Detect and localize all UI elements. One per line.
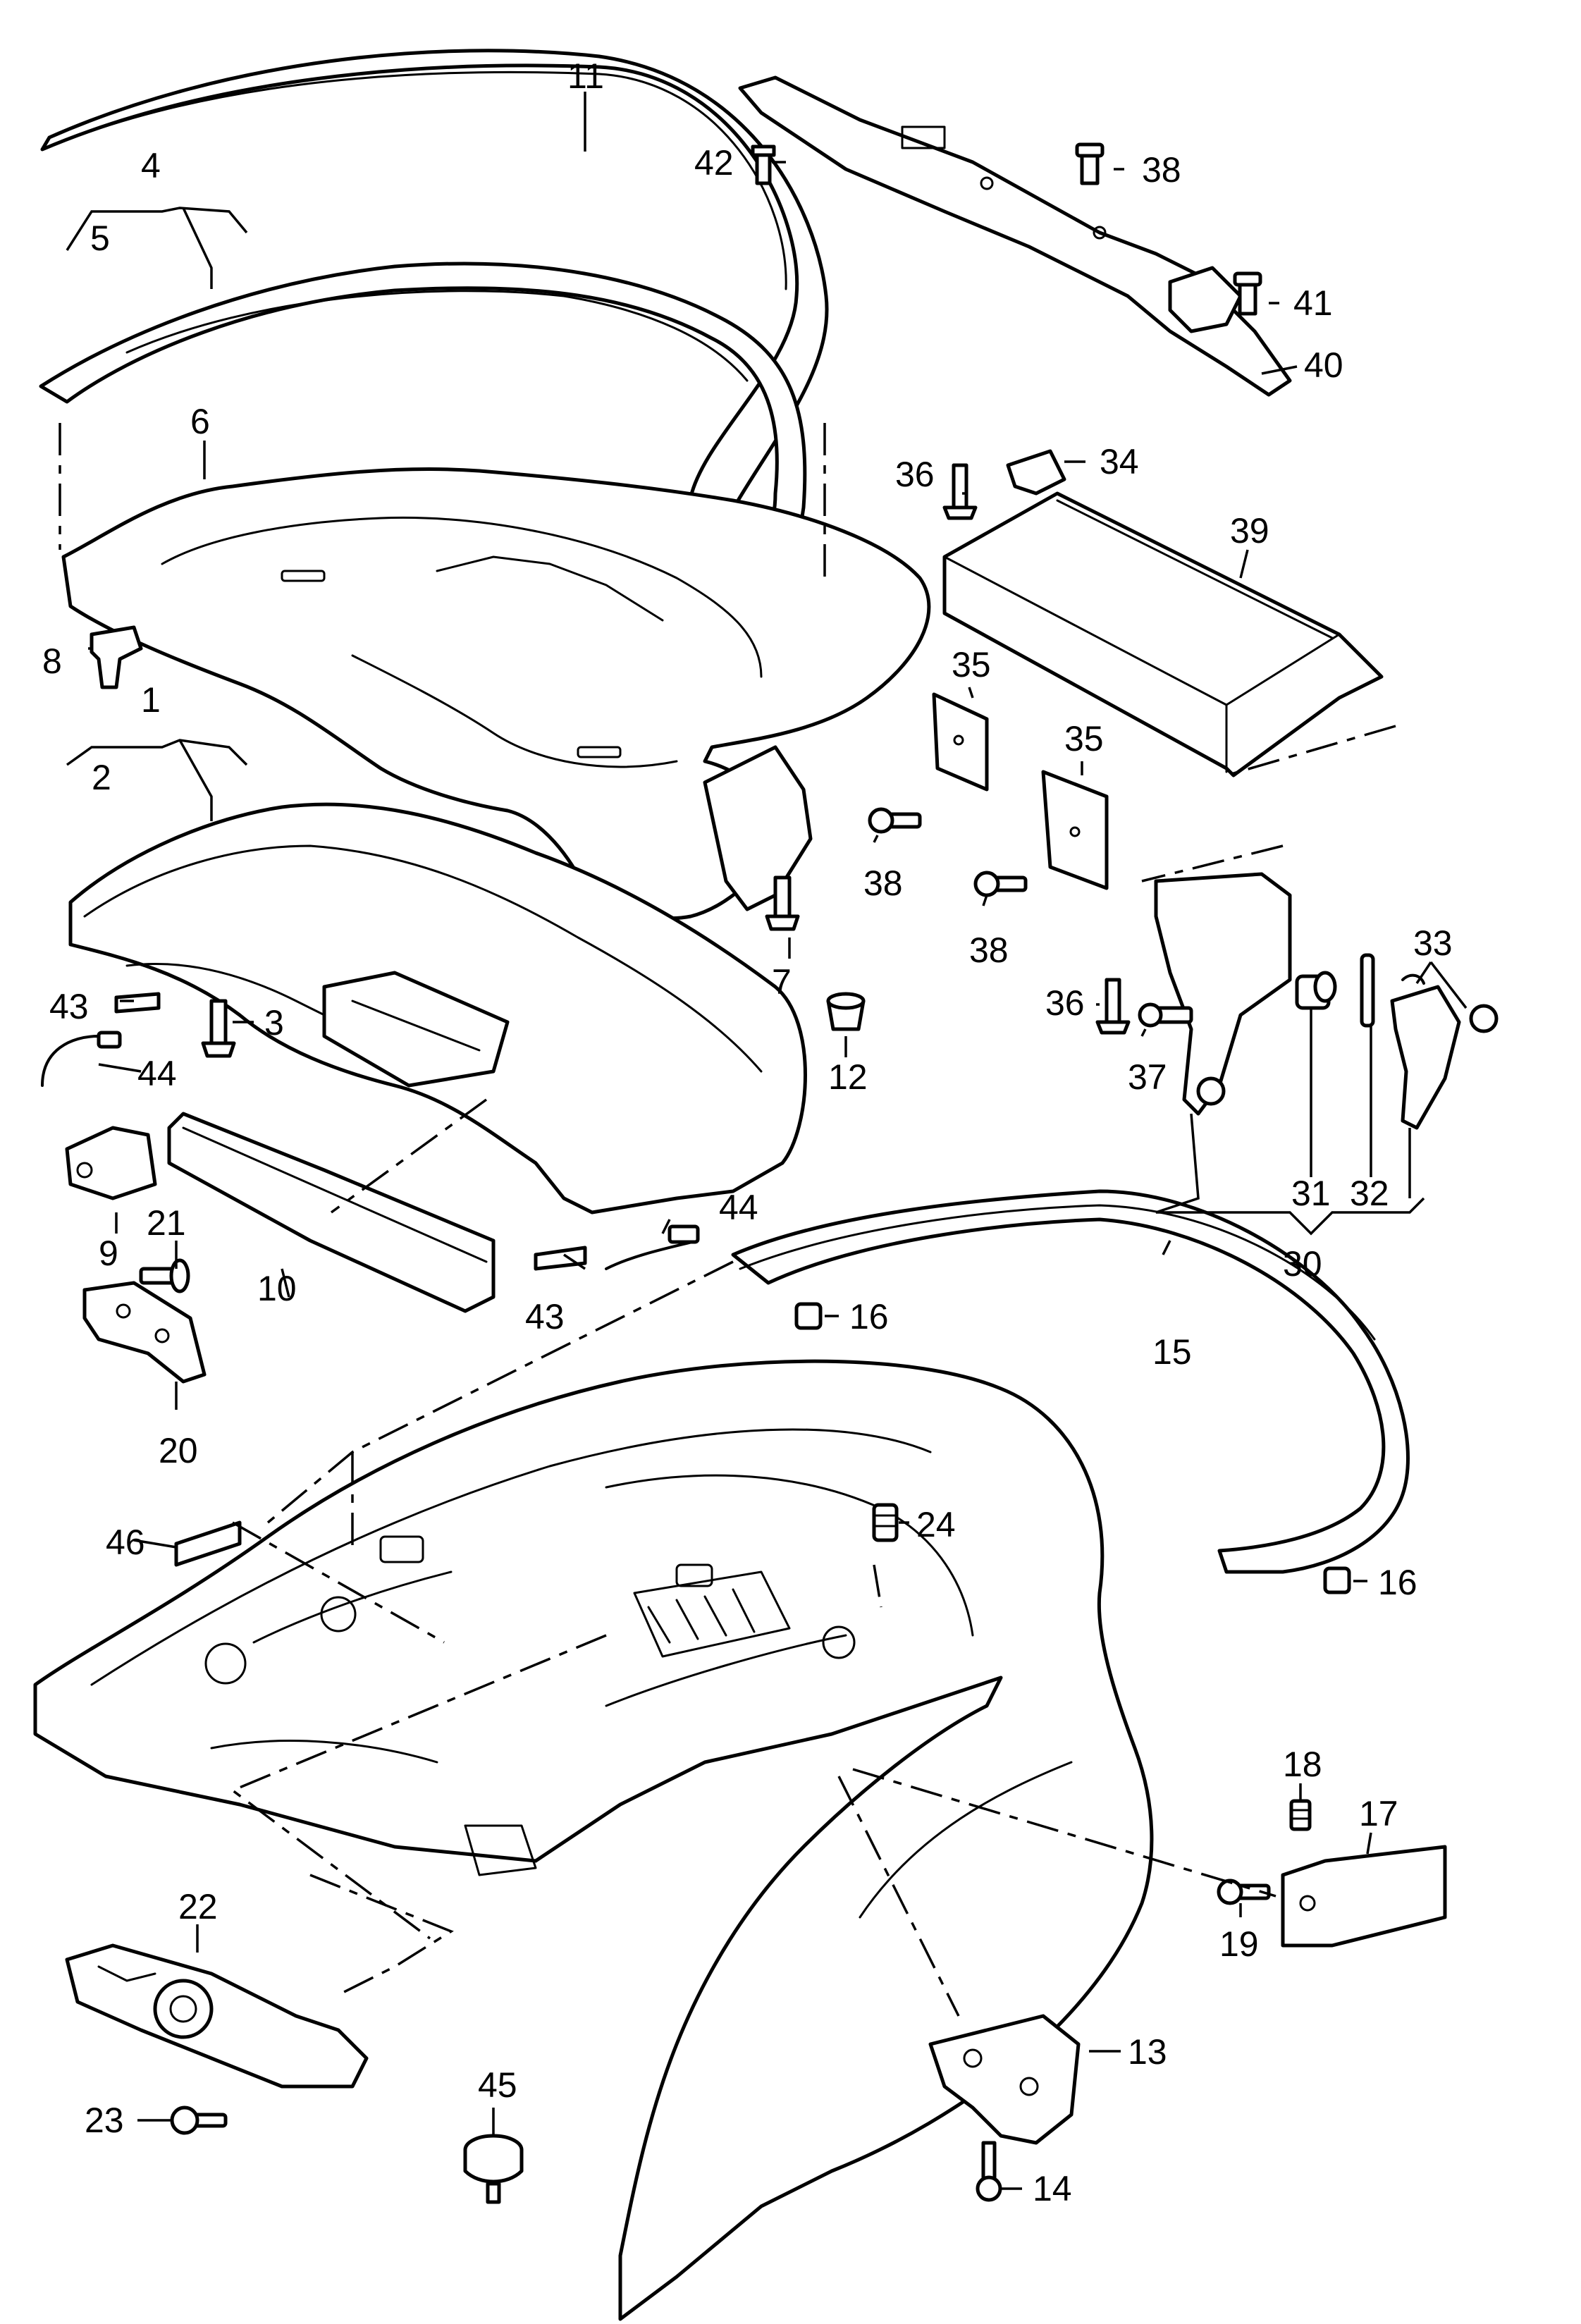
screw-23 xyxy=(170,2105,228,2135)
callout-32: 32 xyxy=(1350,1174,1389,1213)
plate-35-a xyxy=(932,692,989,792)
callout-38-c: 38 xyxy=(969,930,1009,970)
pad-46 xyxy=(174,1520,242,1567)
callout-35-a: 35 xyxy=(952,645,991,684)
callout-7: 7 xyxy=(772,962,792,1002)
assembly-lines xyxy=(59,423,1396,2017)
screw-36-top xyxy=(942,463,978,520)
callout-19: 19 xyxy=(1219,1924,1259,1964)
callout-38-b: 38 xyxy=(863,863,903,903)
clip-8 xyxy=(90,625,143,689)
callout-3: 3 xyxy=(264,1003,284,1043)
bolt-18 xyxy=(1289,1799,1312,1831)
bolt-7 xyxy=(765,875,800,931)
callout-38-a: 38 xyxy=(1142,150,1181,190)
screw-21 xyxy=(139,1258,190,1293)
callout-33: 33 xyxy=(1413,923,1453,963)
callout-41: 41 xyxy=(1293,283,1333,323)
callout-44-a: 44 xyxy=(137,1054,177,1093)
storage-box xyxy=(942,491,1384,777)
callout-30: 30 xyxy=(1283,1244,1322,1284)
hinge-assembly-30 xyxy=(1154,872,1292,1116)
callout-16-b: 16 xyxy=(1378,1563,1417,1602)
callout-20: 20 xyxy=(159,1431,198,1470)
callout-24: 24 xyxy=(916,1505,956,1544)
motor-22 xyxy=(65,1943,369,2089)
callout-45: 45 xyxy=(478,2065,517,2105)
spring-33 xyxy=(1390,973,1499,1130)
callout-39: 39 xyxy=(1230,511,1269,551)
screw-38-mid xyxy=(868,807,922,834)
callout-23: 23 xyxy=(85,2101,124,2140)
callout-43-a: 43 xyxy=(49,987,89,1026)
callout-31: 31 xyxy=(1291,1174,1331,1213)
callout-11: 11 xyxy=(567,56,604,96)
callout-13: 13 xyxy=(1128,2032,1167,2072)
callout-15: 15 xyxy=(1152,1332,1192,1372)
callout-labels: 1 2 3 4 5 6 7 8 9 10 11 12 13 14 15 16 1… xyxy=(42,56,1453,2208)
callout-1: 1 xyxy=(141,680,161,720)
callout-17: 17 xyxy=(1359,1794,1398,1833)
screw-41 xyxy=(1233,271,1262,316)
bolt-3 xyxy=(201,999,236,1058)
bracket-9 xyxy=(65,1126,157,1200)
cable-44-right xyxy=(605,1224,700,1270)
callout-34: 34 xyxy=(1100,442,1139,481)
bump-stop-45 xyxy=(463,2134,524,2204)
callout-43-b: 43 xyxy=(525,1297,565,1336)
callout-5: 5 xyxy=(90,219,110,258)
callout-44-b: 44 xyxy=(719,1188,758,1227)
bracket-17 xyxy=(1281,1845,1447,1948)
hinge-20 xyxy=(82,1281,207,1384)
screw-38-low xyxy=(973,871,1028,897)
callout-8: 8 xyxy=(42,641,62,681)
rubber-seal xyxy=(731,1189,1410,1574)
callout-42: 42 xyxy=(694,143,734,183)
callout-12: 12 xyxy=(828,1057,868,1097)
callout-37: 37 xyxy=(1128,1057,1167,1097)
plate-35-b xyxy=(1041,770,1109,890)
callout-10: 10 xyxy=(257,1269,297,1308)
buffer-24 xyxy=(872,1503,899,1542)
callout-22: 22 xyxy=(178,1887,218,1926)
callout-40: 40 xyxy=(1304,345,1343,385)
lower-frame-tub xyxy=(68,745,813,1215)
callout-21: 21 xyxy=(147,1203,186,1243)
clip-34 xyxy=(1006,449,1066,496)
callout-46: 46 xyxy=(106,1523,145,1562)
clip-16-b xyxy=(1323,1566,1351,1594)
callout-18: 18 xyxy=(1283,1745,1322,1784)
car-body xyxy=(33,1359,1154,2321)
latch-13 xyxy=(928,2014,1081,2145)
leader-lines xyxy=(66,92,1468,2190)
callout-14: 14 xyxy=(1033,2169,1072,2208)
clip-16-a xyxy=(794,1302,823,1330)
clip-43-right xyxy=(534,1246,587,1271)
cable-44-left xyxy=(41,1031,122,1087)
damper-31 xyxy=(1295,971,1337,1010)
screw-42 xyxy=(751,145,776,185)
callout-36-b: 36 xyxy=(1045,983,1085,1023)
screw-19 xyxy=(1217,1879,1271,1905)
bolt-37 xyxy=(1138,1002,1193,1028)
crossmember-bracket xyxy=(738,75,1292,397)
screw-38-top xyxy=(1075,142,1105,185)
callout-9: 9 xyxy=(99,1234,118,1273)
clip-43-left xyxy=(114,992,161,1014)
callout-4: 4 xyxy=(141,146,161,185)
screw-36-right xyxy=(1095,978,1131,1035)
strut-32 xyxy=(1360,953,1375,1028)
nut-12 xyxy=(826,992,866,1031)
callout-16-a: 16 xyxy=(849,1297,889,1336)
callout-6: 6 xyxy=(190,402,210,441)
callout-2: 2 xyxy=(92,758,111,797)
callout-35-b: 35 xyxy=(1064,719,1104,758)
screw-14 xyxy=(976,2141,1002,2202)
callout-36-a: 36 xyxy=(895,455,935,494)
